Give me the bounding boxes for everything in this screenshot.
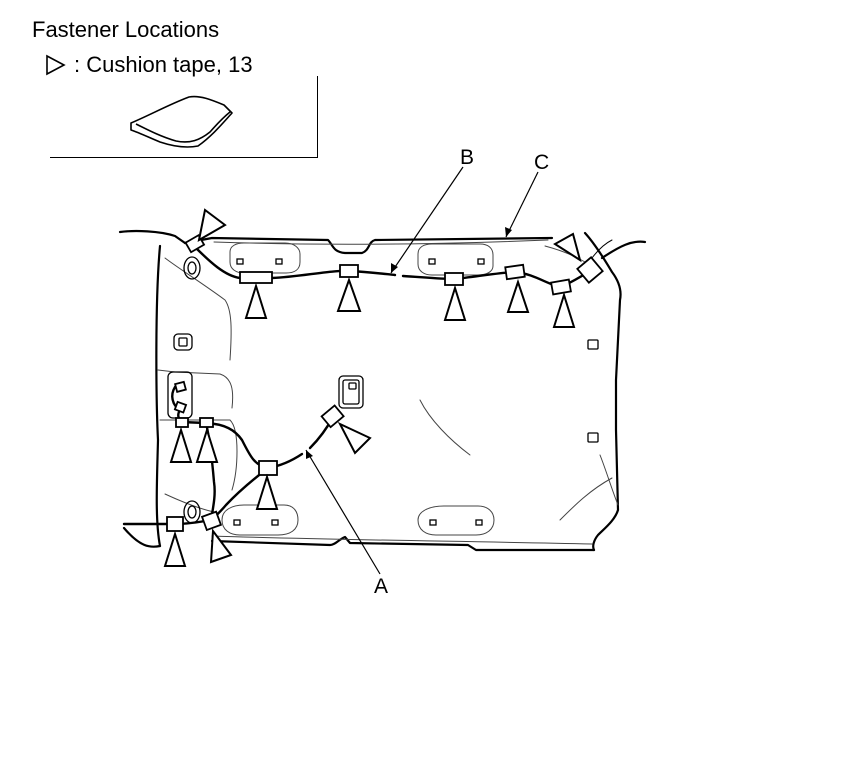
- clip-3: [444, 272, 464, 286]
- leader-arrowheads: [306, 227, 512, 459]
- cushion-tape-triangle-icon: [197, 208, 227, 242]
- cushion-tape-triangle-icon: [553, 232, 582, 263]
- cushion-tape-triangle-icon: [336, 277, 362, 312]
- cushion-tape-triangle-icon: [46, 54, 66, 76]
- wire-harness-a: [122, 385, 335, 526]
- harness-clips: [166, 233, 604, 532]
- cushion-tape-triangle-icon: [255, 473, 279, 510]
- clip-2: [339, 264, 359, 278]
- cushion-tape-triangle-icon: [506, 278, 530, 313]
- headliner-outline: [118, 229, 647, 552]
- callout-c: C: [534, 151, 549, 174]
- callout-a: A: [374, 575, 388, 598]
- legend-frame-bottom: [50, 157, 318, 158]
- cushion-tape-pad-icon: [130, 95, 233, 148]
- clip-4: [504, 263, 526, 281]
- clip-5: [550, 278, 572, 296]
- cushion-tape-triangle-icon: [209, 528, 233, 564]
- clip-14: [173, 380, 187, 394]
- page-title: Fastener Locations: [32, 17, 220, 42]
- clip-15: [173, 400, 188, 414]
- cushion-tape-triangle-icon: [443, 284, 467, 321]
- headliner-features: [167, 256, 599, 526]
- clip-6: [576, 256, 604, 284]
- cushion-tape-markers: [163, 208, 582, 567]
- cushion-tape-triangle-icon: [244, 282, 268, 319]
- cushion-tape-triangle-icon: [163, 530, 187, 567]
- cushion-tape-triangle-icon: [169, 426, 193, 463]
- clip-13: [200, 510, 223, 532]
- cushion-tape-triangle-icon: [195, 426, 219, 463]
- legend-frame-right: [317, 76, 318, 158]
- legend: : Cushion tape, 13: [44, 52, 253, 78]
- leader-lines: [305, 166, 539, 575]
- clip-10: [258, 460, 278, 476]
- cushion-tape-triangle-icon: [337, 421, 372, 455]
- legend-label: : Cushion tape, 13: [74, 52, 253, 77]
- clip-9: [199, 417, 214, 428]
- clip-1: [239, 271, 273, 284]
- cushion-tape-triangle-icon: [552, 291, 576, 328]
- callout-b: B: [460, 146, 474, 169]
- clip-8: [175, 417, 189, 428]
- clip-12: [166, 516, 184, 532]
- clip-11: [320, 404, 345, 429]
